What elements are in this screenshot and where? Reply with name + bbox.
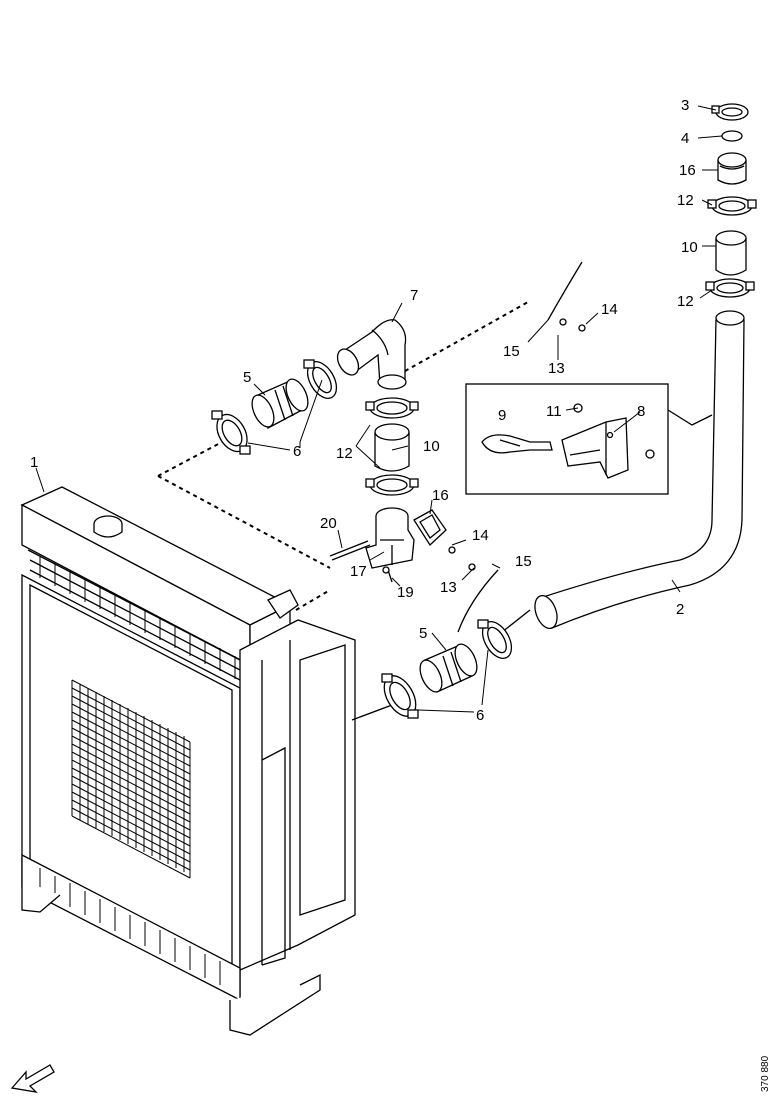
detail-inset bbox=[465, 383, 713, 495]
label-20: 20 bbox=[320, 515, 337, 532]
label-11: 11 bbox=[546, 403, 562, 420]
clamp-6-lower-right bbox=[477, 619, 513, 659]
upper-vertical-stack bbox=[329, 397, 447, 583]
reference-number: 370 880 bbox=[760, 1055, 771, 1092]
label-14a: 14 bbox=[601, 301, 618, 318]
clamp-6-lower bbox=[381, 673, 419, 719]
label-13b: 13 bbox=[440, 579, 457, 596]
label-17: 17 bbox=[350, 563, 367, 580]
label-9: 9 bbox=[498, 407, 506, 424]
sleeve-5-lower bbox=[419, 643, 478, 693]
hose-2 bbox=[534, 310, 745, 629]
label-15b: 15 bbox=[515, 553, 532, 570]
sleeve-5-upper bbox=[251, 378, 309, 429]
label-10b: 10 bbox=[681, 239, 698, 256]
label-19: 19 bbox=[397, 584, 414, 601]
label-12a: 12 bbox=[336, 445, 353, 462]
label-6a: 6 bbox=[293, 443, 301, 460]
label-10a: 10 bbox=[423, 438, 440, 455]
elbow-7 bbox=[336, 319, 407, 390]
label-7: 7 bbox=[410, 287, 418, 304]
label-3: 3 bbox=[681, 97, 689, 114]
clamp-6-upper bbox=[211, 410, 251, 455]
label-16b: 16 bbox=[432, 487, 449, 504]
direction-arrow-icon bbox=[10, 1064, 55, 1093]
part-labels: 1 2 3 4 5 5 6 6 7 8 9 10 10 11 12 12 12 … bbox=[30, 97, 698, 724]
label-12c: 12 bbox=[677, 293, 694, 310]
label-6b: 6 bbox=[476, 707, 484, 724]
label-1: 1 bbox=[30, 454, 38, 471]
label-5b: 5 bbox=[419, 625, 427, 642]
cable-tie-15-upper bbox=[547, 261, 586, 332]
radiator-assembly bbox=[20, 486, 356, 1036]
label-15a: 15 bbox=[503, 343, 520, 360]
label-5a: 5 bbox=[243, 369, 251, 386]
label-8: 8 bbox=[637, 403, 645, 420]
label-14b: 14 bbox=[472, 527, 489, 544]
leader-lines bbox=[35, 105, 723, 713]
upper-right-stack bbox=[705, 103, 757, 298]
upper-routing-dashed-line bbox=[157, 301, 529, 611]
label-12b: 12 bbox=[677, 192, 694, 209]
label-4: 4 bbox=[681, 130, 689, 147]
label-13a: 13 bbox=[548, 360, 565, 377]
label-2: 2 bbox=[676, 601, 684, 618]
label-16a: 16 bbox=[679, 162, 696, 179]
